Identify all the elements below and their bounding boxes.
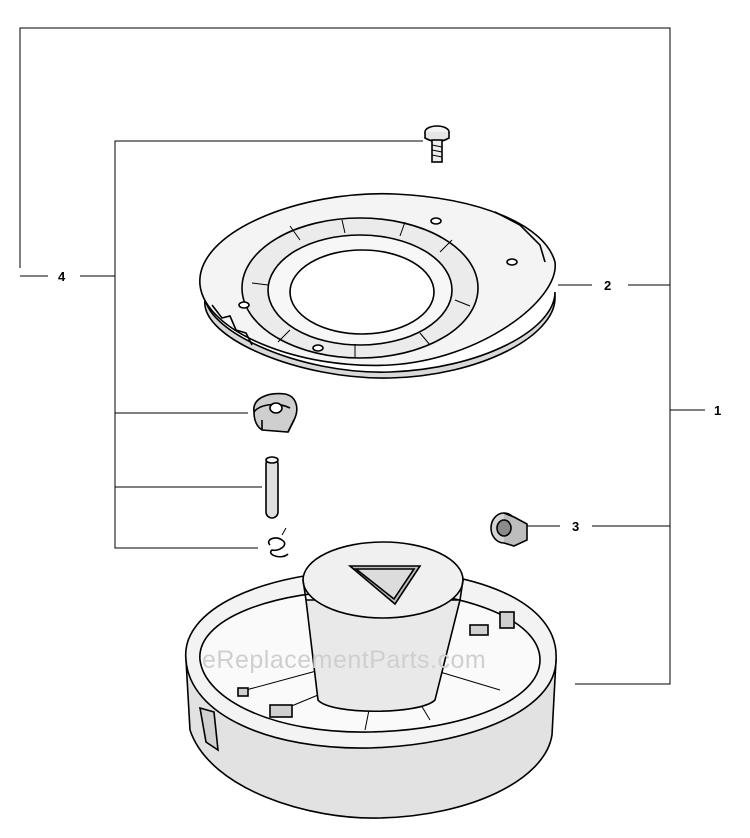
leader-lines <box>19 27 705 685</box>
screw-part <box>424 125 450 163</box>
watermark-text: eReplacementParts.com <box>202 646 486 674</box>
spool-housing-part <box>185 541 557 819</box>
bushing-part <box>490 512 528 547</box>
callout-2: 2 <box>604 278 611 293</box>
pin-part <box>265 456 279 519</box>
callout-4: 4 <box>58 269 66 284</box>
leader-1-bracket <box>19 27 671 685</box>
leader-4-bracket <box>114 140 423 549</box>
callout-3: 3 <box>572 519 579 534</box>
cover-plate-part <box>199 192 556 379</box>
spring-part <box>267 527 289 558</box>
cam-part <box>253 392 298 433</box>
callout-1: 1 <box>714 403 721 418</box>
